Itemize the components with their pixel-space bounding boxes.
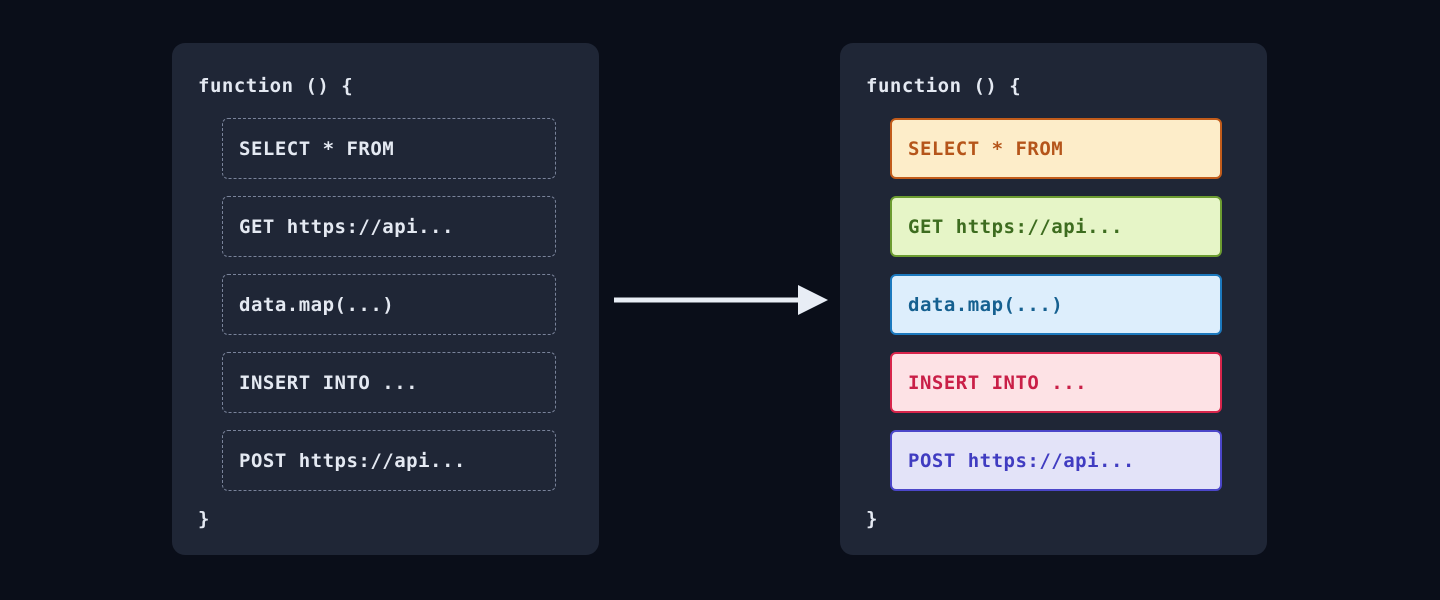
statement-box-sql-select[interactable]: SELECT * FROM: [890, 118, 1222, 179]
statement-label: data.map(...): [908, 293, 1064, 316]
statement-box-http-get[interactable]: GET https://api...: [890, 196, 1222, 257]
statement-label: GET https://api...: [239, 215, 454, 238]
statement-box-sql-insert[interactable]: INSERT INTO ...: [890, 352, 1222, 413]
statement-label: SELECT * FROM: [908, 137, 1064, 160]
before-function-close: }: [198, 508, 210, 530]
after-function-close: }: [866, 508, 878, 530]
statement-label: INSERT INTO ...: [239, 371, 419, 394]
statement-box[interactable]: GET https://api...: [222, 196, 556, 257]
statement-label: SELECT * FROM: [239, 137, 395, 160]
before-panel: function () { SELECT * FROM GET https://a…: [172, 43, 599, 555]
statement-box[interactable]: data.map(...): [222, 274, 556, 335]
after-function-open: function () {: [866, 75, 1022, 97]
after-panel: function () { SELECT * FROM GET https://a…: [840, 43, 1267, 555]
transformation-arrow: [610, 282, 832, 318]
statement-label: data.map(...): [239, 293, 395, 316]
after-statement-list: SELECT * FROM GET https://api... data.map(…: [890, 118, 1222, 491]
arrow-icon: [614, 285, 828, 315]
statement-box-transform-map[interactable]: data.map(...): [890, 274, 1222, 335]
statement-box[interactable]: SELECT * FROM: [222, 118, 556, 179]
statement-label: POST https://api...: [239, 449, 466, 472]
statement-label: POST https://api...: [908, 449, 1135, 472]
statement-label: GET https://api...: [908, 215, 1123, 238]
statement-box-http-post[interactable]: POST https://api...: [890, 430, 1222, 491]
statement-box[interactable]: INSERT INTO ...: [222, 352, 556, 413]
statement-label: INSERT INTO ...: [908, 371, 1088, 394]
statement-box[interactable]: POST https://api...: [222, 430, 556, 491]
before-statement-list: SELECT * FROM GET https://api... data.map(…: [222, 118, 556, 491]
before-function-open: function () {: [198, 75, 354, 97]
